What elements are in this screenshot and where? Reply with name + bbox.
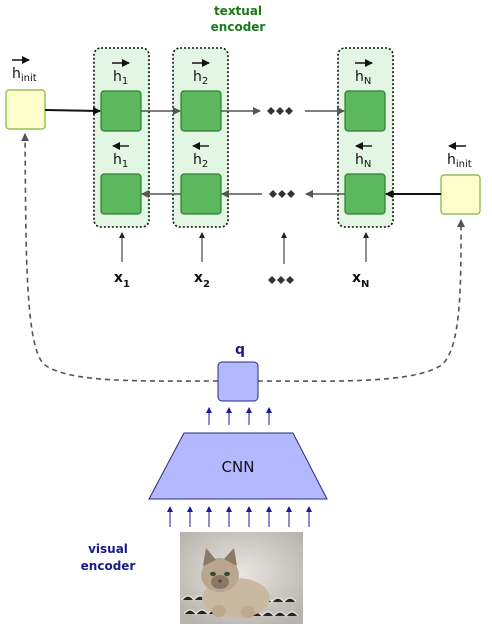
textual-encoder-title-line2: encoder [211, 20, 266, 34]
svg-text:h1: h1 [113, 152, 128, 170]
input-ellipsis [268, 276, 294, 284]
forward-cell-n [344, 90, 386, 132]
kitten-photo [180, 532, 303, 624]
forward-hidden-label-n: hN [355, 59, 373, 87]
q-label: q [235, 342, 245, 358]
svg-text:hinit: hinit [12, 66, 37, 84]
visual-encoder-title-line2: encoder [81, 559, 136, 573]
backward-hidden-label-2: h2 [192, 142, 209, 170]
h-init-backward-box [440, 174, 481, 215]
textual-encoder-title-line1: textual [214, 4, 262, 18]
svg-text:hN: hN [355, 69, 371, 87]
svg-text:h2: h2 [193, 152, 208, 170]
visual-encoder-title-line1: visual [88, 542, 128, 556]
q-to-h-init-forward-link [21, 133, 219, 382]
backward-ellipsis [269, 190, 295, 198]
backward-cell-2 [180, 173, 222, 215]
forward-ellipsis [267, 107, 293, 115]
q-to-h-init-backward-link [257, 219, 466, 382]
svg-text:h1: h1 [113, 69, 128, 87]
h-init-forward-label: hinit [12, 56, 37, 84]
q-box [217, 361, 259, 402]
svg-text:hN: hN [355, 152, 371, 170]
svg-text:h2: h2 [193, 69, 208, 87]
arrow-init-to-forward-1 [44, 106, 101, 115]
cnn-to-q-arrows [206, 407, 272, 425]
input-label-n: xN [352, 270, 369, 290]
input-label-2: x2 [194, 270, 210, 290]
cnn-block [148, 432, 328, 500]
forward-cell-1 [100, 90, 142, 132]
backward-cell-n [344, 173, 386, 215]
cnn-label: CNN [222, 458, 255, 476]
backward-cell-1 [100, 173, 142, 215]
backward-hidden-label-1: h1 [112, 142, 129, 170]
input-label-1: x1 [114, 270, 130, 290]
forward-hidden-label-1: h1 [112, 59, 130, 87]
h-init-backward-label: hinit [447, 142, 472, 170]
image-to-cnn-arrows [167, 506, 312, 527]
backward-hidden-label-n: hN [355, 142, 372, 170]
forward-cell-2 [180, 90, 222, 132]
svg-text:hinit: hinit [447, 152, 472, 170]
forward-hidden-label-2: h2 [192, 59, 210, 87]
h-init-forward-box [5, 89, 46, 130]
